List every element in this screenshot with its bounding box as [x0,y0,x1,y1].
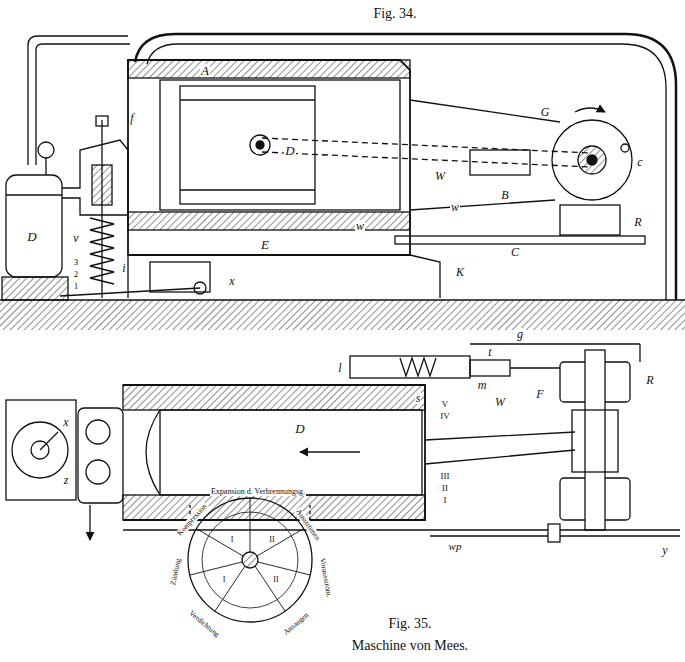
figure-number: Fig. 34. [372,7,417,21]
diagram-label: IV [439,412,451,421]
callout-letter: w [355,220,365,232]
diagram-label: Ansaugen [281,611,310,637]
callout-letter: A [200,64,210,77]
diagram-label: 3 [73,258,80,267]
callout-letter: W [494,396,506,408]
callout-letter: w [450,201,460,213]
callout-letter: D [294,422,305,435]
diagram-label: Verdichtung [187,609,221,640]
diagram-label: Vorausström. [319,557,334,599]
callout-letter: s [415,392,422,404]
callout-letter: F [535,388,544,400]
callout-letter: c [636,156,643,168]
callout-letter: z [63,474,70,486]
callout-letter: g [516,328,524,340]
callout-letter: y [661,544,668,556]
diagram-label: I [222,576,227,584]
callout-letter: W [434,170,446,182]
diagram-label: 1 [73,282,80,291]
diagram-label: III [440,472,451,481]
callout-letter: G [540,106,551,118]
callout-letter: B [500,189,509,201]
callout-letter: f [129,112,134,124]
diagram-label: I [230,536,235,544]
figure-number: Fig. 35. [387,617,432,631]
diagram-label: II [268,536,275,544]
callout-letter: K [455,266,465,278]
callout-letter: E [260,238,270,251]
diagram-label: II [272,576,279,584]
diagram-label: II [441,484,449,493]
callout-letter: t [487,346,492,358]
callout-letter: m [477,379,488,391]
callout-letter: D [284,144,295,157]
callout-letter: wp [448,541,463,552]
callout-letter: C [510,246,520,258]
callout-letter: v [72,232,79,244]
diagram-label: V [441,400,450,409]
callout-letter: R [633,216,642,228]
diagram-label: Zündung [169,557,182,587]
callout-letter: l [337,362,342,374]
diagram-label: I [443,496,448,505]
callout-letter: x [228,275,235,287]
figure-caption: Maschine von Mees. [352,639,468,653]
diagram-label: 2 [73,270,80,279]
callout-letter: D [26,230,37,243]
callout-letter: R [645,374,654,386]
callout-letter: i [121,262,126,274]
callout-letter: x [62,416,69,428]
diagram-label: Expansion d. Verbrennungsg. [210,488,306,496]
